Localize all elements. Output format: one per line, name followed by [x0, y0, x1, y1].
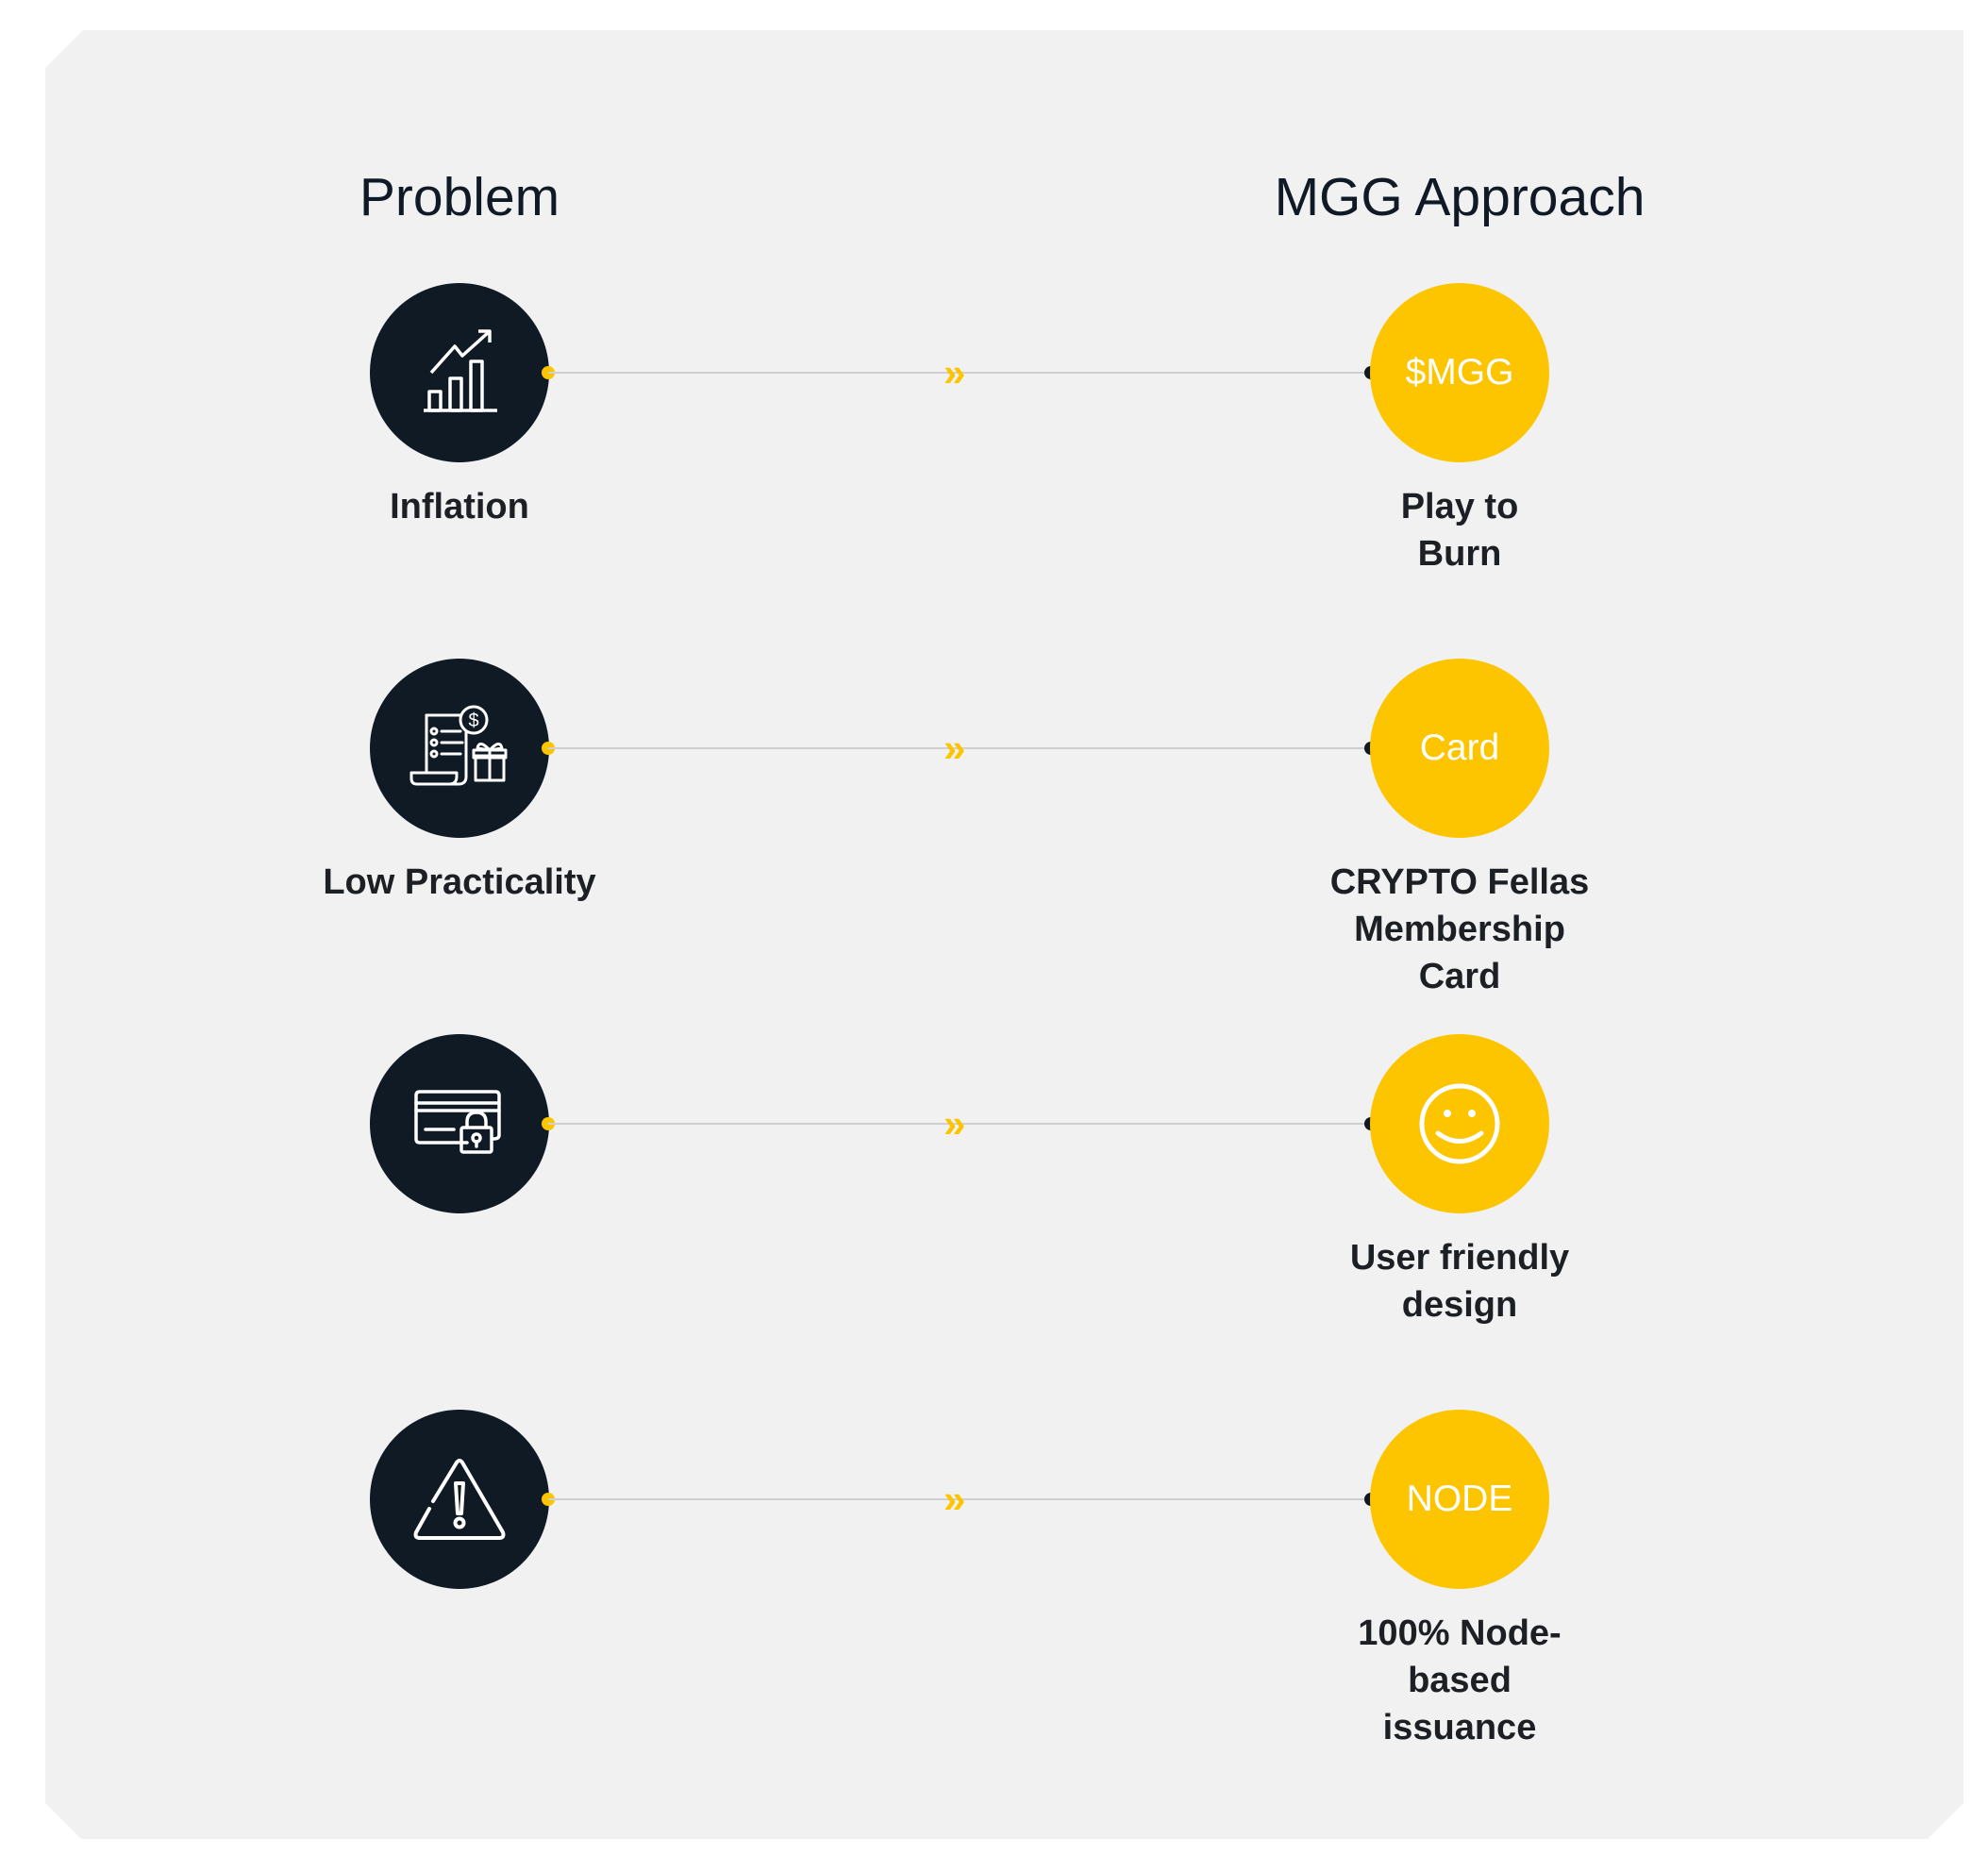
approach-badge: NODE [1370, 1410, 1549, 1589]
svg-text:$: $ [468, 710, 478, 731]
smiley-icon [1419, 1083, 1500, 1164]
connector-line [548, 1123, 1371, 1125]
approach-label-line: Play to [1400, 487, 1519, 526]
approach-label-line: CRYPTO Fellas [1329, 862, 1590, 902]
approach-label: CRYPTO Fellas Membership Card [1261, 859, 1658, 1000]
connector-line [548, 1498, 1371, 1500]
chevron-right-icon: » [944, 1477, 966, 1521]
comparison-row: » User friendly design [0, 1034, 1988, 1325]
problem-label: Low Practicality [323, 862, 596, 902]
approach-badge [1370, 1034, 1549, 1213]
invoice-gift-icon: $ [409, 705, 508, 786]
approach-badge: Card [1370, 659, 1549, 838]
chevron-right-icon: » [944, 1101, 966, 1145]
chart-growth-icon [424, 329, 497, 412]
diagram-panel [45, 30, 1963, 1839]
comparison-row: $ » Card Low Practicality CRYPTO Fellas … [0, 659, 1988, 996]
comparison-row: » NODE 100% Node- based issuance [0, 1410, 1988, 1747]
approach-label-line: Burn [1417, 534, 1502, 574]
approach-label-line: User friendly [1349, 1238, 1570, 1278]
approach-label-line: design [1401, 1285, 1518, 1325]
problem-circle [370, 283, 549, 462]
warning-icon [413, 1459, 506, 1540]
approach-label: 100% Node- based issuance [1261, 1610, 1658, 1751]
problem-circle: $ [370, 659, 549, 838]
approach-label-line: based [1408, 1661, 1512, 1700]
problem-label: Inflation [390, 487, 529, 526]
approach-label-line: Card [1418, 957, 1501, 996]
problem-heading: Problem [359, 167, 560, 227]
approach-label-line: issuance [1382, 1708, 1537, 1747]
connector-line [548, 747, 1371, 749]
comparison-row: » $MGG Inflation Play to Burn [0, 283, 1988, 574]
approach-label: Play to Burn [1261, 483, 1658, 577]
card-lock-icon [414, 1090, 501, 1154]
problem-circle [370, 1034, 549, 1213]
approach-badge: $MGG [1370, 283, 1549, 462]
approach-heading: MGG Approach [1274, 167, 1646, 227]
connector-line [548, 372, 1371, 374]
approach-label-line: Membership [1354, 910, 1565, 949]
chevron-right-icon: » [944, 350, 966, 394]
approach-label: User friendly design [1261, 1234, 1658, 1329]
problem-circle [370, 1410, 549, 1589]
chevron-right-icon: » [944, 726, 966, 770]
approach-label-line: 100% Node- [1358, 1613, 1562, 1653]
